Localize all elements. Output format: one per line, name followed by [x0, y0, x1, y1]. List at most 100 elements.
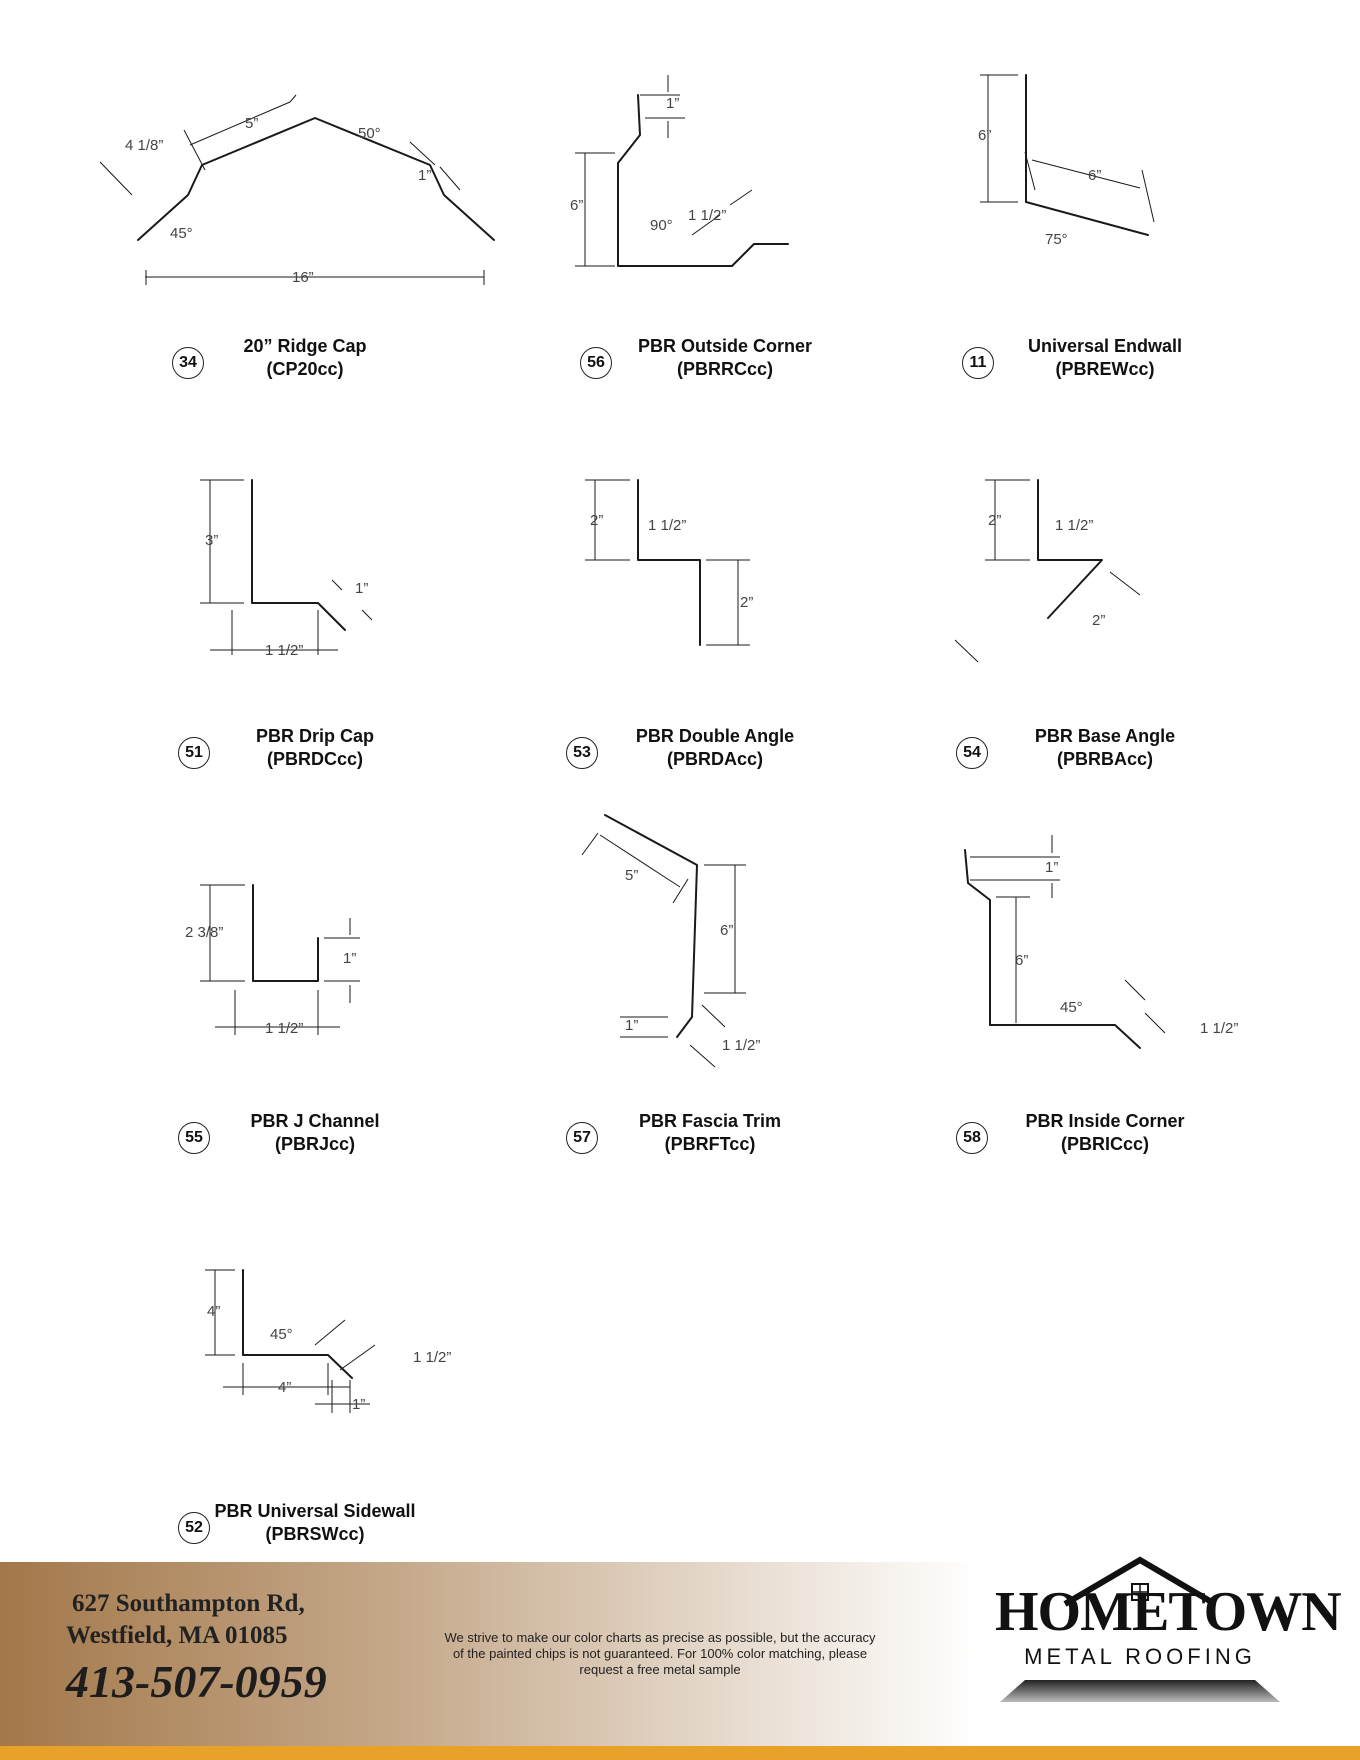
product-name: PBR Drip Cap — [255, 726, 374, 746]
product-caption: 56 PBR Outside Corner (PBRRCcc) — [470, 335, 920, 395]
product-caption: 52 PBR Universal Sidewall (PBRSWcc) — [60, 1500, 510, 1560]
dim-label: 4 1/8” — [125, 137, 163, 154]
product-title: PBR J Channel (PBRJcc) — [220, 1110, 410, 1156]
contact-info: 627 Southampton Rd, Westfield, MA 01085 … — [66, 1588, 327, 1710]
product-caption: 11 Universal Endwall (PBREWcc) — [880, 335, 1330, 395]
product-number-badge: 52 — [178, 1512, 210, 1544]
roof-icon — [1063, 1556, 1217, 1607]
dim-label: 5” — [625, 867, 638, 884]
ridge-cap-drawing: 16” 4 1/8” 5” 50° 1” 45° — [99, 94, 495, 286]
dim-label: 2” — [988, 512, 1001, 529]
endwall-drawing: 6” 6” 75° — [978, 74, 1155, 248]
dim-label: 1 1/2” — [265, 1020, 303, 1037]
product-name: 20” Ridge Cap — [243, 336, 367, 356]
product-caption: 54 PBR Base Angle (PBRBAcc) — [880, 725, 1330, 785]
product-52: 4” 45° 1 1/2” 4” 1” 52 PBR Universal Sid… — [60, 1195, 510, 1565]
product-code: (PBRDCcc) — [266, 749, 363, 769]
dim-label: 1” — [625, 1017, 638, 1034]
dim-label: 1 1/2” — [1200, 1020, 1238, 1037]
product-11: 6” 6” 75° 11 Universal Endwall (PBREWcc) — [880, 30, 1330, 400]
base-angle-drawing: 2” 1 1/2” 2” — [954, 479, 1141, 663]
double-angle-drawing: 2” 1 1/2” 2” — [585, 479, 753, 646]
dim-label: 6” — [978, 127, 991, 144]
dim-label: 1” — [343, 950, 356, 967]
product-title: PBR Double Angle (PBRDAcc) — [610, 725, 820, 771]
product-name: PBR Fascia Trim — [638, 1111, 782, 1131]
product-name: PBR Universal Sidewall — [214, 1501, 416, 1521]
product-title: Universal Endwall (PBREWcc) — [1010, 335, 1200, 381]
dim-label: 1” — [666, 95, 679, 112]
product-code: (PBRICcc) — [1060, 1134, 1149, 1154]
dim-label: 1 1/2” — [648, 517, 686, 534]
dim-label: 4” — [278, 1379, 291, 1396]
product-code: (PBRRCcc) — [676, 359, 773, 379]
product-58: 1” 6” 45° 1 1/2” 58 PBR Inside Corner (P… — [880, 805, 1330, 1175]
dim-label: 6” — [720, 922, 733, 939]
dim-label: 2” — [590, 512, 603, 529]
product-title: PBR Outside Corner (PBRRCcc) — [620, 335, 830, 381]
dim-label: 1 1/2” — [265, 642, 303, 659]
logo-tagline: METAL ROOFING — [1024, 1644, 1256, 1669]
dim-label: 45° — [170, 225, 193, 242]
universal-sidewall-drawing: 4” 45° 1 1/2” 4” 1” — [205, 1269, 451, 1413]
product-name: PBR Inside Corner — [1025, 1111, 1185, 1131]
company-logo: HOMETOWN METAL ROOFING — [995, 1522, 1342, 1702]
disclaimer-text: We strive to make our color charts as pr… — [444, 1630, 876, 1677]
product-code: (PBRSWcc) — [265, 1524, 365, 1544]
product-name: PBR Double Angle — [635, 726, 795, 746]
product-title: PBR Universal Sidewall (PBRSWcc) — [210, 1500, 420, 1546]
product-number-badge: 34 — [172, 347, 204, 379]
product-code: (CP20cc) — [266, 359, 344, 379]
dim-label: 6” — [570, 197, 583, 214]
product-caption: 51 PBR Drip Cap (PBRDCcc) — [60, 725, 510, 785]
product-51: 3” 1” 1 1/2” 51 PBR Drip Cap (PBRDCcc) — [60, 420, 510, 790]
product-code: (PBRFTcc) — [664, 1134, 756, 1154]
product-caption: 34 20” Ridge Cap (CP20cc) — [60, 335, 510, 395]
footer-accent-bar — [0, 1746, 1360, 1760]
product-title: PBR Base Angle (PBRBAcc) — [1000, 725, 1210, 771]
address-line2: Westfield, MA 01085 — [66, 1622, 288, 1649]
address-line1: 627 Southampton Rd, — [72, 1590, 305, 1617]
product-code: (PBRJcc) — [274, 1134, 356, 1154]
outside-corner-drawing: 6” 1” 90° 1 1/2” — [570, 75, 789, 267]
product-code: (PBRBAcc) — [1056, 749, 1153, 769]
dim-label: 75° — [1045, 231, 1068, 248]
metal-panel-graphic — [1000, 1680, 1280, 1702]
dim-label: 90° — [650, 217, 673, 234]
drip-cap-drawing: 3” 1” 1 1/2” — [200, 479, 373, 659]
dim-label: 3” — [205, 532, 218, 549]
product-number-badge: 51 — [178, 737, 210, 769]
product-number-badge: 55 — [178, 1122, 210, 1154]
product-name: PBR Base Angle — [1034, 726, 1176, 746]
product-name: PBR J Channel — [250, 1111, 380, 1131]
inside-corner-drawing: 1” 6” 45° 1 1/2” — [964, 835, 1238, 1049]
product-title: PBR Drip Cap (PBRDCcc) — [230, 725, 400, 771]
product-code: (PBRDAcc) — [666, 749, 763, 769]
product-name: PBR Outside Corner — [637, 336, 813, 356]
phone-number[interactable]: 413-507-0959 — [66, 1656, 327, 1707]
product-57: 5” 6” 1” 1 1/2” 57 PBR Fascia Trim (PBRF… — [470, 805, 920, 1175]
dim-label: 5” — [245, 115, 258, 132]
product-caption: 53 PBR Double Angle (PBRDAcc) — [470, 725, 920, 785]
dim-label: 45° — [1060, 999, 1083, 1016]
dim-label: 1 1/2” — [722, 1037, 760, 1054]
product-number-badge: 58 — [956, 1122, 988, 1154]
product-caption: 55 PBR J Channel (PBRJcc) — [60, 1110, 510, 1170]
dim-label: 1 1/2” — [688, 207, 726, 224]
product-56: 6” 1” 90° 1 1/2” 56 PBR Outside Corner (… — [470, 30, 920, 400]
dim-label: 6” — [1088, 167, 1101, 184]
dim-label: 2” — [1092, 612, 1105, 629]
product-54: 2” 1 1/2” 2” 54 PBR Base Angle (PBRBAcc) — [880, 420, 1330, 790]
product-code: (PBREWcc) — [1055, 359, 1155, 379]
dim-label: 2 3/8” — [185, 924, 223, 941]
product-title: PBR Fascia Trim (PBRFTcc) — [610, 1110, 810, 1156]
product-title: 20” Ridge Cap (CP20cc) — [220, 335, 390, 381]
product-title: PBR Inside Corner (PBRICcc) — [1000, 1110, 1210, 1156]
product-34: 16” 4 1/8” 5” 50° 1” 45° 34 20” Ridge Ca… — [60, 30, 510, 400]
dim-label: 1” — [352, 1396, 365, 1413]
product-53: 2” 1 1/2” 2” 53 PBR Double Angle (PBRDAc… — [470, 420, 920, 790]
fascia-trim-drawing: 5” 6” 1” 1 1/2” — [581, 814, 760, 1068]
footer: 627 Southampton Rd, Westfield, MA 01085 … — [0, 1556, 1360, 1760]
dim-label: 1 1/2” — [1055, 517, 1093, 534]
dim-label: 45° — [270, 1326, 293, 1343]
